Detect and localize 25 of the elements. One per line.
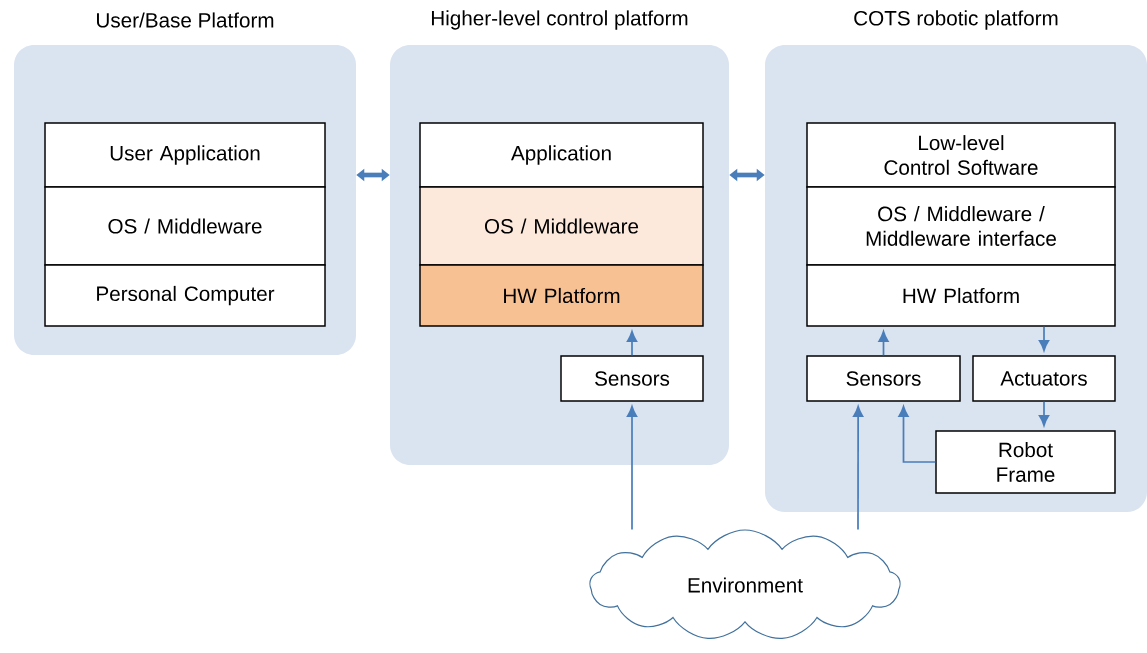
arrow [626, 330, 638, 357]
layer-box: Personal Computer [44, 264, 326, 327]
layer-box: HW Platform [419, 264, 704, 327]
layer-box: Sensors [560, 355, 704, 402]
panel-heading: User/Base Platform [97, 12, 274, 28]
layer-box: Robot Frame [935, 430, 1116, 494]
layer-box: OS / Middleware [419, 186, 704, 266]
arrow [626, 405, 638, 531]
panel-heading: COTS robotic platform [854, 10, 1058, 30]
arrow [1038, 325, 1050, 352]
arrow [852, 405, 864, 531]
arrow [1038, 400, 1050, 427]
arrow [729, 168, 765, 182]
layer-box: Low-level Control Software [806, 122, 1116, 188]
arrow [878, 330, 889, 357]
layer-box: Actuators [972, 355, 1116, 402]
layer-box: OS / Middleware / Middleware interface [806, 186, 1116, 266]
layer-box: Sensors [806, 355, 961, 402]
arrow [898, 405, 937, 463]
layer-box: Application [419, 122, 704, 188]
layer-box: OS / Middleware [44, 186, 326, 266]
panel-heading: Higher-level control platform [432, 10, 688, 30]
layer-box: User Application [44, 122, 326, 188]
arrow [356, 168, 390, 182]
layer-box: HW Platform [806, 264, 1116, 327]
